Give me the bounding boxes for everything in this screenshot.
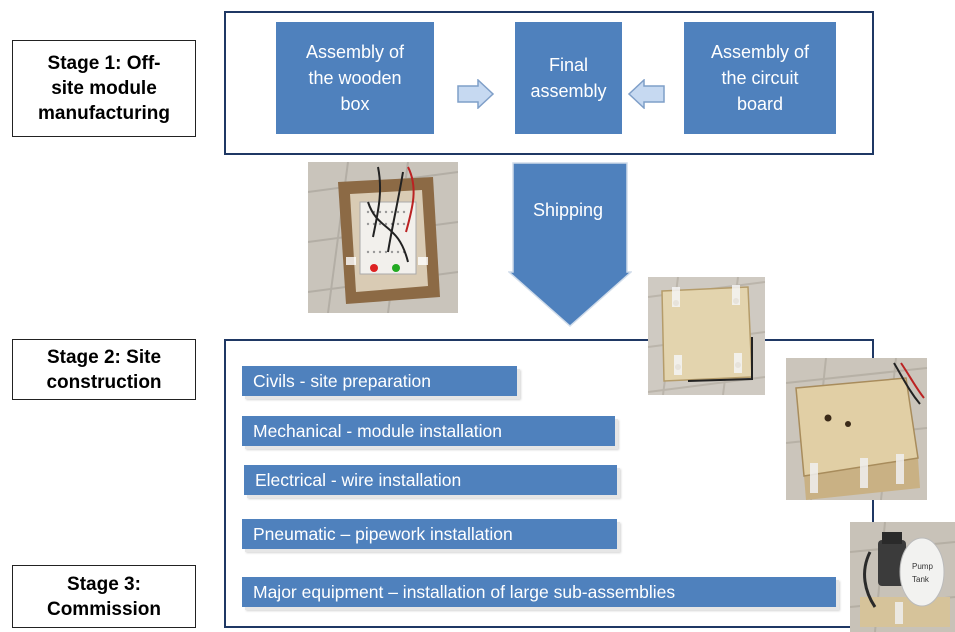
left-arrow-icon: [627, 79, 665, 109]
tank-label-text: Tank: [912, 575, 930, 584]
stage-3-label: Stage 3: Commission: [12, 565, 196, 628]
pump-tank-photo: Pump Tank: [850, 522, 955, 632]
wooden-box-assembly-box: Assembly of the wooden box: [276, 22, 434, 134]
stage-1-frame: [224, 11, 874, 155]
base-plate-photo: [648, 277, 765, 395]
task-electrical: Electrical - wire installation: [244, 465, 617, 495]
circuit-box-photo: [308, 162, 458, 313]
circuit-board-assembly-box: Assembly of the circuit board: [684, 22, 836, 134]
wooden-box-photo: [786, 358, 927, 500]
shipping-label: Shipping: [532, 200, 604, 220]
shipping-down-arrow: [508, 162, 632, 328]
task-pneumatic: Pneumatic – pipework installation: [242, 519, 617, 549]
right-arrow-icon: [457, 79, 495, 109]
pump-label-text: Pump: [912, 562, 933, 571]
task-major-equipment: Major equipment – installation of large …: [242, 577, 836, 607]
stage-2-label: Stage 2: Site construction: [12, 339, 196, 400]
final-assembly-box: Final assembly: [515, 22, 622, 134]
stage-1-label: Stage 1: Off- site module manufacturing: [12, 40, 196, 137]
task-mechanical: Mechanical - module installation: [242, 416, 615, 446]
task-civils: Civils - site preparation: [242, 366, 517, 396]
